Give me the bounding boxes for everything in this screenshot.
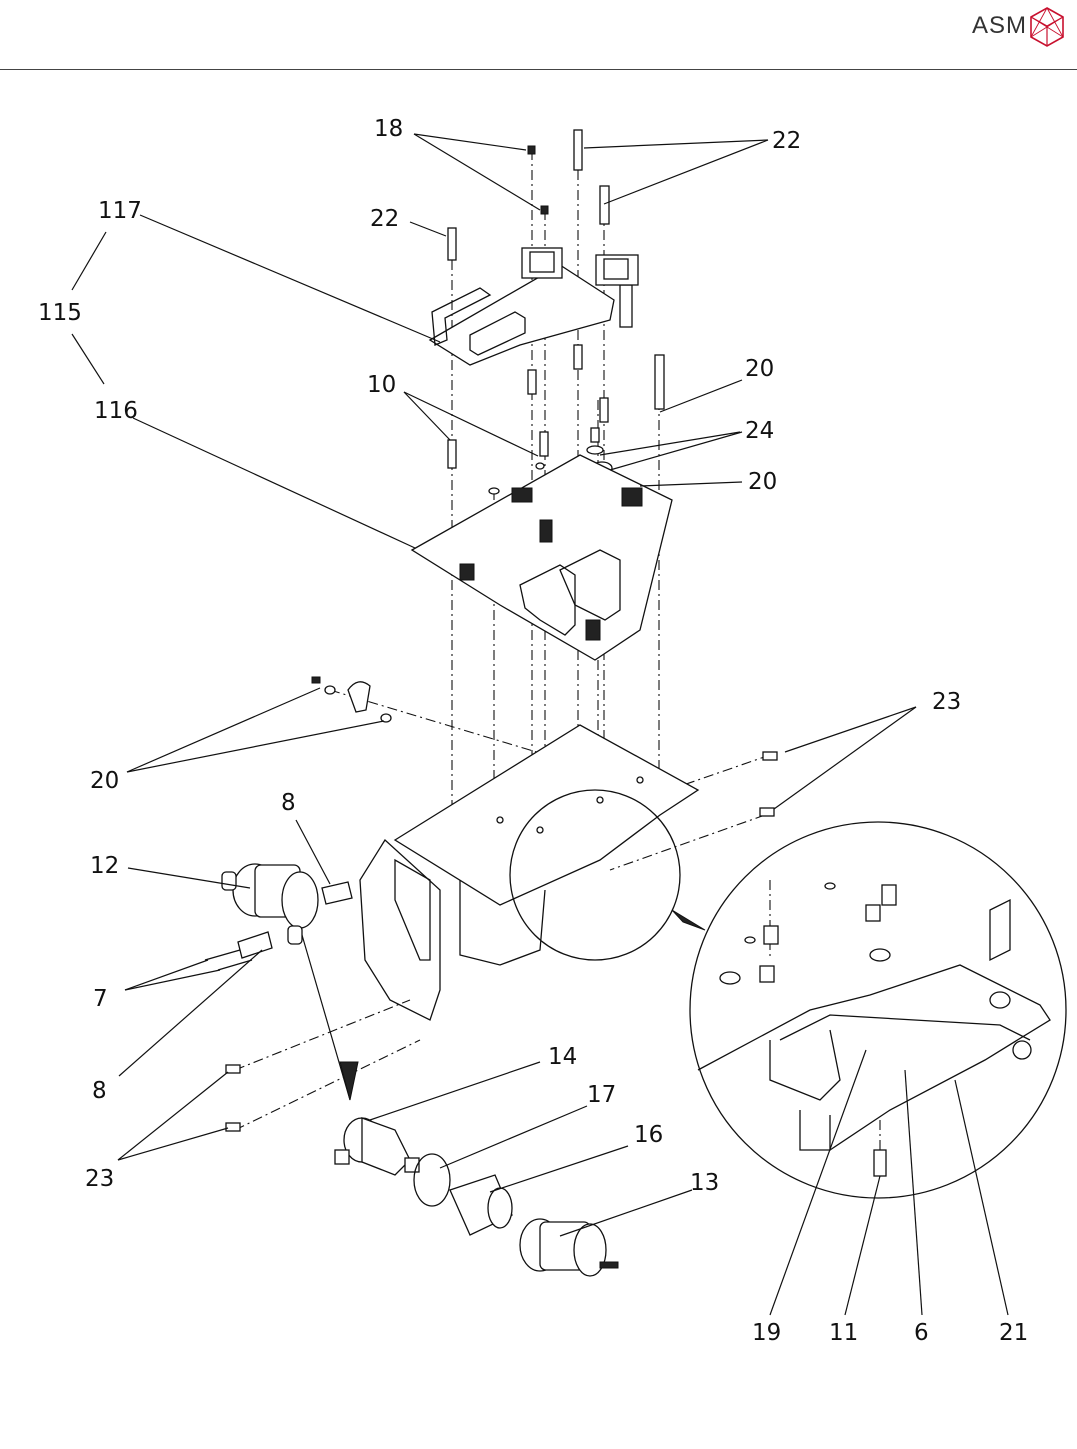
callout-17: 17 xyxy=(587,1082,616,1108)
fan-housing-parts xyxy=(335,1118,618,1276)
callout-19: 19 xyxy=(752,1320,781,1346)
callout-23-left: 23 xyxy=(85,1166,114,1192)
cable-clamp xyxy=(312,677,391,722)
detail-arrow xyxy=(672,910,705,930)
callout-22-upper-right: 22 xyxy=(772,128,801,154)
upper-pcb xyxy=(430,248,638,365)
callout-6: 6 xyxy=(914,1320,929,1346)
callout-23-right: 23 xyxy=(932,689,961,715)
main-chassis xyxy=(360,725,698,1020)
asm-cube-logo-icon xyxy=(1028,6,1066,48)
callout-20-left: 20 xyxy=(90,768,119,794)
callout-22-left: 22 xyxy=(370,206,399,232)
enlarged-detail-view xyxy=(690,822,1066,1198)
brand-name: ASM xyxy=(972,12,1027,40)
callout-18: 18 xyxy=(374,116,403,142)
page-header: ASM xyxy=(0,0,1077,70)
callout-11: 11 xyxy=(829,1320,858,1346)
callout-117: 117 xyxy=(98,198,142,224)
callout-14: 14 xyxy=(548,1044,577,1070)
callout-116: 116 xyxy=(94,398,138,424)
callout-115: 115 xyxy=(38,300,82,326)
callout-10: 10 xyxy=(367,372,396,398)
callout-21: 21 xyxy=(999,1320,1028,1346)
lower-pcb xyxy=(412,455,672,660)
callout-7: 7 xyxy=(93,986,108,1012)
callout-8-lower: 8 xyxy=(92,1078,107,1104)
callout-24: 24 xyxy=(745,418,774,444)
callout-20-upper: 20 xyxy=(745,356,774,382)
callout-8-upper: 8 xyxy=(281,790,296,816)
callout-13: 13 xyxy=(690,1170,719,1196)
exploded-assembly-drawing: 18 22 22 117 115 116 10 20 24 20 23 20 8… xyxy=(0,70,1077,1449)
callout-12: 12 xyxy=(90,853,119,879)
callout-20-middle: 20 xyxy=(748,469,777,495)
callout-16: 16 xyxy=(634,1122,663,1148)
